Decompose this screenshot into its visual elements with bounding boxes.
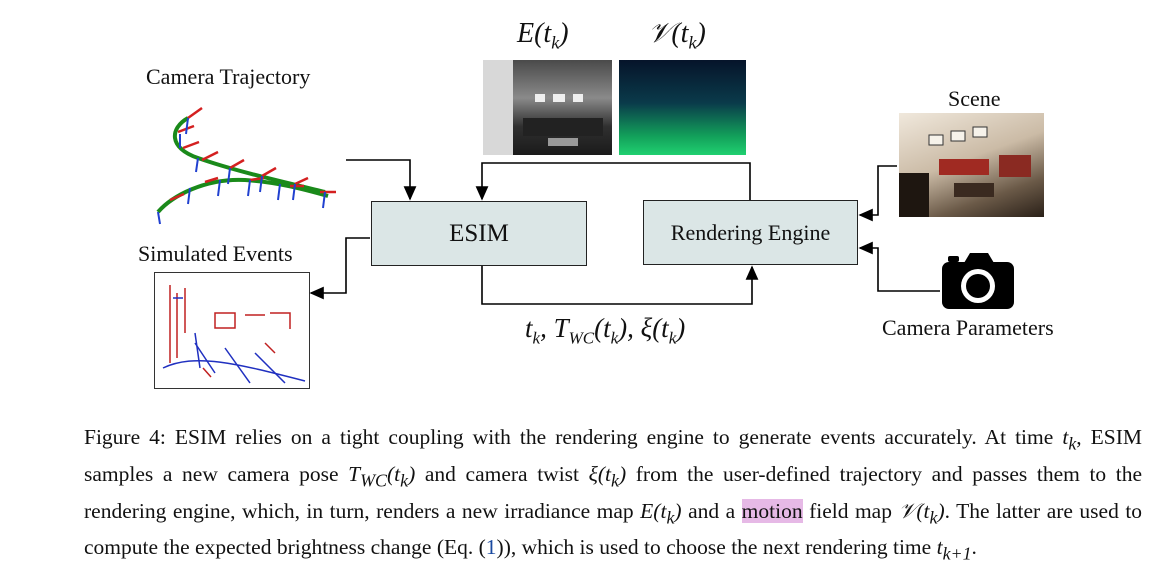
caption-text: and a bbox=[688, 498, 736, 523]
irradiance-label: E(tk) bbox=[517, 18, 569, 53]
equation-link[interactable]: 1 bbox=[485, 535, 497, 560]
trajectory-plot bbox=[156, 106, 336, 225]
camera-trajectory-label: Camera Trajectory bbox=[146, 64, 311, 89]
caption-text: and camera twist bbox=[424, 461, 580, 486]
caption-text: ESIM relies on a tight coupling with the… bbox=[174, 425, 1054, 449]
caption-text: from the user-defined trajectory and pas… bbox=[84, 461, 1143, 523]
rendering-engine-box: Rendering Engine bbox=[643, 200, 858, 265]
motion-field-image bbox=[619, 60, 746, 155]
arrows bbox=[309, 159, 940, 305]
figure-caption: Figure 4: ESIM relies on a tight couplin… bbox=[84, 425, 1143, 564]
scene-label: Scene bbox=[948, 86, 1001, 111]
flow-label: tk, TWC(tk), ξ(tk) bbox=[525, 313, 686, 348]
caption-text: . The latter are used to compute the exp… bbox=[84, 498, 1143, 560]
scene-image bbox=[899, 113, 1044, 217]
caption-text: , ESIM samples a new camera pose bbox=[84, 425, 1143, 486]
caption-text: . bbox=[971, 535, 977, 560]
events-plot bbox=[154, 272, 310, 389]
simulated-events-label: Simulated Events bbox=[138, 241, 293, 266]
figure-number: Figure 4: bbox=[84, 425, 166, 449]
esim-box: ESIM bbox=[371, 201, 587, 266]
motion-field-label: 𝒱(tk) bbox=[648, 18, 706, 53]
camera-icon bbox=[942, 253, 1014, 309]
irradiance-image bbox=[483, 60, 612, 155]
caption-text: )), which is used to choose the next ren… bbox=[496, 535, 932, 560]
highlighted-word: motion bbox=[741, 498, 803, 523]
camera-parameters-label: Camera Parameters bbox=[882, 315, 1054, 340]
caption-text: field map bbox=[809, 498, 892, 523]
